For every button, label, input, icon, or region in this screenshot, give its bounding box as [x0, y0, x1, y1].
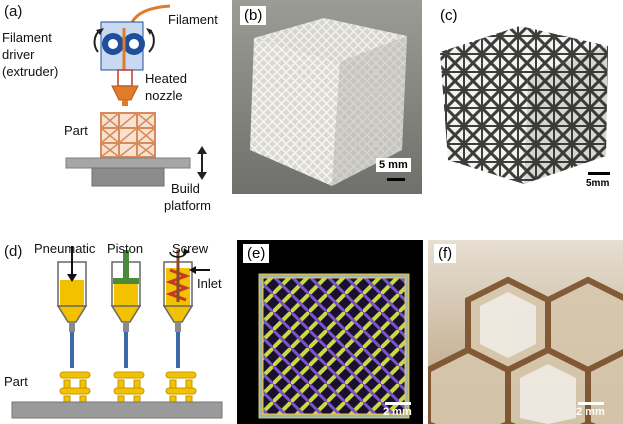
part-label: Part [64, 123, 88, 138]
panel-f-letter: (f) [434, 244, 457, 263]
panel-d: (d) [0, 240, 232, 424]
nozzle-label-line1: Heated [145, 71, 187, 86]
pneumatic-label: Pneumatic [34, 241, 96, 256]
syringe-icon [56, 246, 88, 368]
syringe-icon [110, 250, 142, 368]
panel-b-letter: (b) [240, 6, 267, 25]
panel-c-photo: (c) 5mm [428, 0, 623, 194]
panel-c-letter: (c) [436, 6, 462, 25]
panel-c-scale-label: 5mm [586, 178, 610, 189]
panel-e-scale-bar [385, 402, 411, 405]
driver-label-line2: driver [2, 47, 35, 62]
piston-label: Piston [107, 241, 144, 256]
screw-label: Screw [172, 241, 209, 256]
panel-e-scale-label: 2 mm [383, 406, 412, 418]
panel-f-scale-label: 2 mm [576, 406, 605, 418]
nozzle-label-line2: nozzle [145, 88, 183, 103]
panel-c-scale-bar [588, 172, 610, 175]
double-arrow-icon [197, 146, 207, 180]
build-platform-top [65, 157, 191, 169]
nozzle-icon [111, 85, 139, 101]
panel-a: (a) [0, 0, 230, 215]
panel-e-photo: (e) 2 mm [237, 240, 423, 424]
panel-e-letter: (e) [243, 244, 270, 263]
syringe-icon [162, 248, 210, 368]
honeycomb-print [428, 240, 623, 424]
extrusion-methods-schematic [11, 246, 223, 419]
colored-lattice-print [237, 240, 423, 424]
filament-label: Filament [168, 12, 218, 27]
panel-d-letter: (d) [4, 243, 23, 260]
printed-part [100, 112, 156, 158]
inlet-label: Inlet [197, 276, 222, 291]
panel-a-letter: (a) [4, 3, 23, 20]
printed-part-2 [113, 371, 145, 403]
metal-lattice-cube [428, 0, 623, 194]
printed-part-3 [165, 371, 197, 403]
panel-f-photo: (f) 2 mm [428, 240, 623, 424]
heated-barrel [117, 69, 133, 87]
panel-b-scale-label: 5 mm [376, 158, 411, 172]
driver-label-line1: Filament [2, 30, 52, 45]
part-label-d: Part [4, 374, 28, 389]
build-label-line1: Build [171, 181, 200, 196]
build-platform-base [91, 167, 165, 187]
panel-b-photo: (b) 5 mm [232, 0, 422, 194]
driver-label-line3: (extruder) [2, 64, 59, 79]
panel-f-scale-bar [578, 402, 604, 405]
drive-gear-right [123, 33, 145, 55]
white-lattice-cube [232, 0, 422, 194]
panel-b-scale-bar [387, 178, 405, 181]
printed-part-1 [59, 371, 91, 403]
drive-gear-left [102, 33, 124, 55]
build-label-line2: platform [164, 198, 211, 213]
fdm-schematic [65, 4, 207, 187]
build-plate [11, 401, 223, 419]
